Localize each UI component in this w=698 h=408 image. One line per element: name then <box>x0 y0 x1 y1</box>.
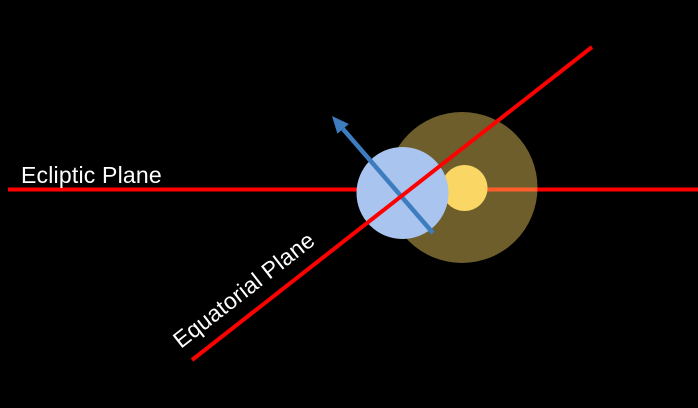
earth-axis-arrow-shaft <box>341 127 435 235</box>
equatorial-plane-line <box>190 45 594 362</box>
earth-axis-arrowhead-icon <box>332 116 349 134</box>
sun <box>441 165 488 211</box>
ecliptic-plane-label: Ecliptic Plane <box>21 162 162 188</box>
